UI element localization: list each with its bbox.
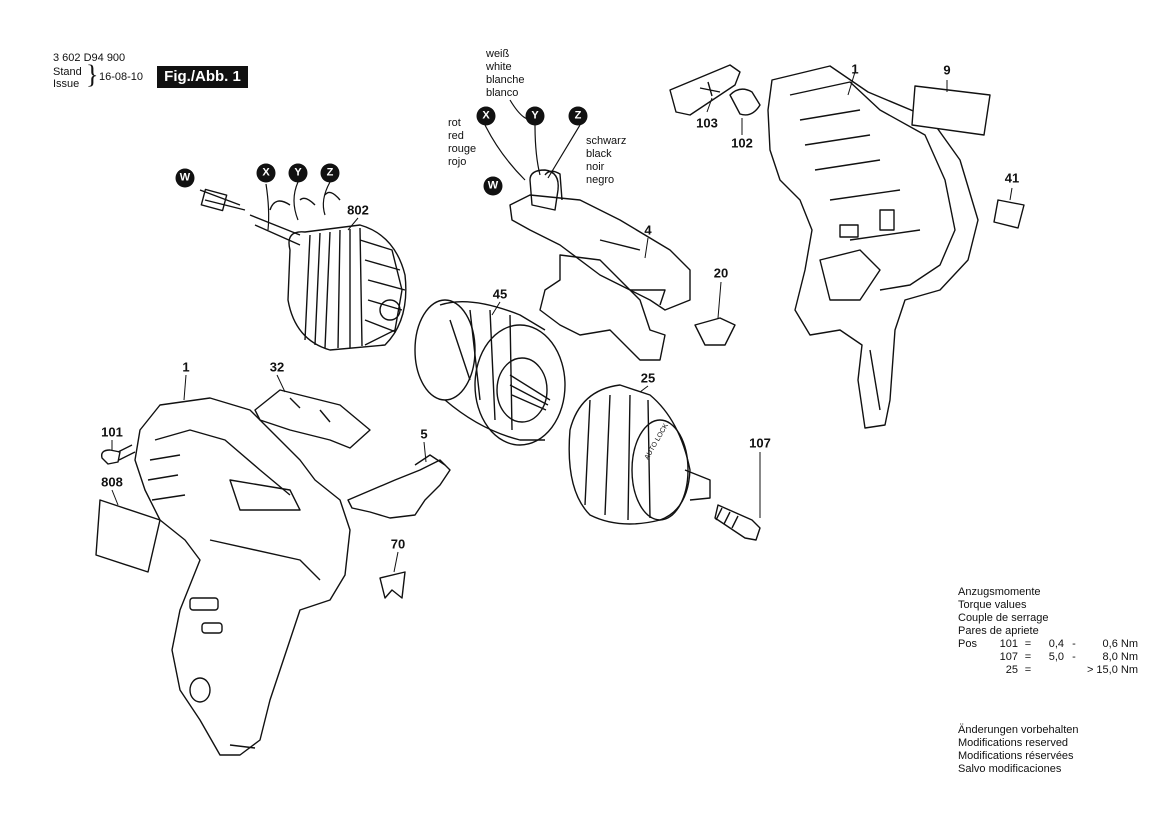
torque-row: 107 = 5,0 - 8,0 Nm xyxy=(999,651,1138,663)
part-number-1-right: 1 xyxy=(851,61,859,77)
wire-label-white: weiß white blanche blanco xyxy=(486,48,525,99)
pos-label: Pos xyxy=(958,638,977,650)
part-number-101: 101 xyxy=(101,424,123,440)
stand-label: Stand xyxy=(53,66,82,78)
electronics-4 xyxy=(509,169,691,361)
part-number-808: 808 xyxy=(101,474,123,490)
label-41 xyxy=(993,199,1025,229)
part-number-802: 802 xyxy=(347,202,369,218)
part-number-25: 25 xyxy=(640,370,656,386)
part-number-32: 32 xyxy=(269,359,285,375)
wire-label-red: rot red rouge rojo xyxy=(448,117,477,168)
housing-left-half xyxy=(134,397,351,756)
motor-802 xyxy=(199,188,407,351)
cap-102 xyxy=(729,88,761,116)
part-number-5: 5 xyxy=(420,426,428,442)
chuck-text: AUTO LOCK xyxy=(644,422,670,461)
label-808 xyxy=(95,499,161,573)
part-number-103: 103 xyxy=(696,115,718,131)
wire-label-black: schwarz black noir negro xyxy=(586,135,627,186)
connector-w-motor: W xyxy=(175,168,195,188)
issue-date: 16-08-10 xyxy=(99,71,144,83)
connector-y-board: Y xyxy=(525,106,545,126)
housing-right-half xyxy=(767,65,979,429)
chuck-25 xyxy=(568,384,711,525)
switch-20 xyxy=(694,317,736,346)
connector-z-board: Z xyxy=(568,106,588,126)
figure-label: Fig./Abb. 1 xyxy=(157,66,248,88)
gearbox-45 xyxy=(414,299,566,446)
connector-x-board: X xyxy=(476,106,496,126)
connector-y-motor: Y xyxy=(288,163,308,183)
part-number-107: 107 xyxy=(749,435,771,451)
connector-z-motor: Z xyxy=(320,163,340,183)
part-number-45: 45 xyxy=(492,286,508,302)
doc-number: 3 602 D94 900 xyxy=(53,52,126,64)
brace-glyph: } xyxy=(86,60,99,89)
connector-x-motor: X xyxy=(256,163,276,183)
torque-row: 25 = > 15,0 Nm xyxy=(1005,664,1138,676)
part-32 xyxy=(254,389,371,449)
screw-107 xyxy=(714,504,761,541)
part-number-70: 70 xyxy=(390,536,406,552)
part-number-20: 20 xyxy=(713,265,729,281)
connector-w-board: W xyxy=(483,176,503,196)
torque-row: Pos 101 = 0,4 - 0,6 Nm xyxy=(958,638,1138,650)
part-number-9: 9 xyxy=(943,62,951,78)
part-number-4: 4 xyxy=(644,222,652,238)
screw-101 xyxy=(100,444,136,465)
part-5 xyxy=(347,454,451,519)
part-number-41: 41 xyxy=(1004,170,1020,186)
spring-70 xyxy=(379,571,406,599)
plate-103 xyxy=(669,64,741,116)
part-number-102: 102 xyxy=(731,135,753,151)
part-number-1-left: 1 xyxy=(182,359,190,375)
torque-notes: Anzugsmomente Torque values Couple de se… xyxy=(958,586,1138,676)
issue-label: Issue xyxy=(53,78,80,90)
modifications-notice: Änderungen vorbehalten Modifications res… xyxy=(958,724,1079,775)
label-9 xyxy=(911,85,991,136)
